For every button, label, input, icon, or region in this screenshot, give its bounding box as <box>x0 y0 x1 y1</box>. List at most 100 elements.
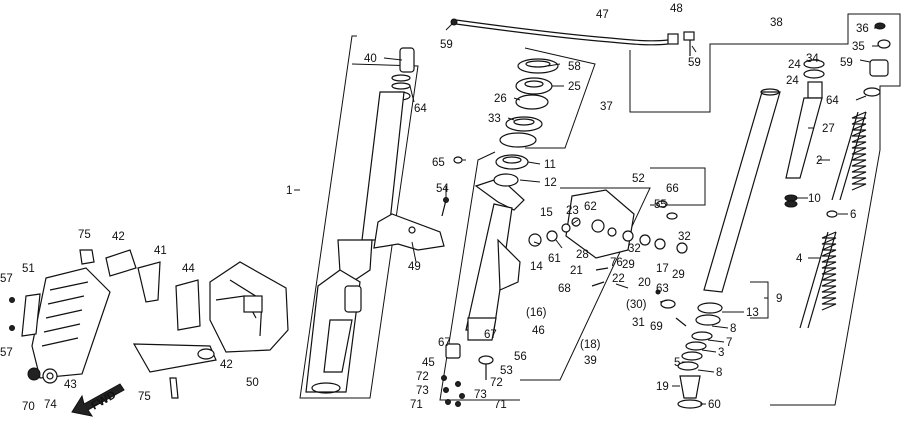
part-65 <box>453 156 463 164</box>
label-8a: 8 <box>730 323 736 335</box>
label-47: 47 <box>596 9 609 21</box>
label-4: 4 <box>796 253 803 265</box>
label-38: 38 <box>770 17 783 29</box>
label-36: 36 <box>856 23 869 35</box>
label-29a: 29 <box>622 259 635 271</box>
label-62: 62 <box>584 201 597 213</box>
label-53: 53 <box>500 365 513 377</box>
lower-bracket-42 <box>132 343 217 373</box>
fwd-arrow: FWD <box>71 383 125 417</box>
label-59b: 59 <box>688 57 701 69</box>
label-44: 44 <box>182 263 195 275</box>
label-74: 74 <box>44 399 57 411</box>
part-70-74-washers <box>27 367 58 384</box>
label-33: 33 <box>488 113 501 125</box>
label-20: 20 <box>638 277 651 289</box>
right-fork-assembly <box>677 22 891 409</box>
part-49-bracket <box>373 213 445 251</box>
label-58: 58 <box>568 61 581 73</box>
bracket-39 <box>520 187 651 381</box>
label-3: 3 <box>718 347 724 359</box>
label-57a: 57 <box>0 273 13 285</box>
label-24a: 24 <box>788 59 801 71</box>
label-66: 66 <box>666 183 679 195</box>
label-17: 17 <box>656 263 669 275</box>
part-75-upper <box>79 249 95 265</box>
label-64a: 64 <box>414 103 427 115</box>
spring-lower-4 <box>799 231 837 329</box>
label-63: 63 <box>656 283 669 295</box>
label-65: 65 <box>432 157 445 169</box>
label-27: 27 <box>822 123 835 135</box>
label-56: 56 <box>514 351 527 363</box>
label-29b: 29 <box>672 269 685 281</box>
label-6: 6 <box>850 209 856 221</box>
part-51 <box>21 293 41 337</box>
label-31: 31 <box>632 317 645 329</box>
label-49: 49 <box>408 261 421 273</box>
cover-50 <box>209 261 289 353</box>
label-71b: 71 <box>494 399 507 411</box>
bearing-stack <box>493 58 559 187</box>
label-67a: 67 <box>438 337 451 349</box>
label-60: 60 <box>708 399 721 411</box>
fasteners-71-73 <box>441 375 465 407</box>
label-64b: 64 <box>826 95 839 107</box>
label-42a: 42 <box>112 231 125 243</box>
label-15: 15 <box>540 207 553 219</box>
label-71a: 71 <box>410 399 423 411</box>
label-1: 1 <box>286 185 292 197</box>
label-42b: 42 <box>220 359 233 371</box>
bracket-46 <box>439 151 520 401</box>
label-45: 45 <box>422 357 435 369</box>
damper-sub-assembly <box>528 189 688 327</box>
left-fork-assembly <box>305 47 415 394</box>
label-10: 10 <box>808 193 821 205</box>
label-75a: 75 <box>78 229 91 241</box>
label-54: 54 <box>436 183 449 195</box>
label-57b: 57 <box>0 347 13 359</box>
part-57-screws <box>9 297 15 331</box>
label-22: 22 <box>612 273 625 285</box>
spring-upper-2 <box>831 111 867 201</box>
leader-lines <box>294 23 878 405</box>
label-55: 55 <box>654 199 667 211</box>
label-13: 13 <box>746 307 759 319</box>
label-46: 46 <box>532 325 545 337</box>
label-39: 39 <box>584 355 597 367</box>
part-47-hose <box>450 18 695 56</box>
label-35: 35 <box>852 41 865 53</box>
label-40: 40 <box>364 53 377 65</box>
bracket-37 <box>524 47 596 149</box>
label-67b: 67 <box>484 329 497 341</box>
label-26: 26 <box>494 93 507 105</box>
label-52: 52 <box>632 173 645 185</box>
label-73b: 73 <box>474 389 487 401</box>
label-28: 28 <box>576 249 589 261</box>
label-69: 69 <box>650 321 663 333</box>
label-72a: 72 <box>416 371 429 383</box>
label-24b: 24 <box>786 75 799 87</box>
label-25: 25 <box>568 81 581 93</box>
label-23: 23 <box>566 205 579 217</box>
label-8b: 8 <box>716 367 722 379</box>
label-41: 41 <box>154 245 167 257</box>
part-75-lower <box>169 377 179 399</box>
label-76: 76 <box>610 257 623 269</box>
label-30: (30) <box>626 299 647 311</box>
label-51: 51 <box>22 263 35 275</box>
label-50: 50 <box>246 377 259 389</box>
label-14: 14 <box>530 261 543 273</box>
label-19: 19 <box>656 381 669 393</box>
label-12: 12 <box>544 177 557 189</box>
label-48: 48 <box>670 3 683 15</box>
label-73a: 73 <box>416 385 429 397</box>
label-43: 43 <box>64 379 77 391</box>
part-41 <box>137 261 161 303</box>
label-32b: 32 <box>678 231 691 243</box>
label-68: 68 <box>558 283 571 295</box>
label-9: 9 <box>776 293 782 305</box>
label-16: (16) <box>526 307 547 319</box>
bracket-right-sub <box>650 167 706 206</box>
